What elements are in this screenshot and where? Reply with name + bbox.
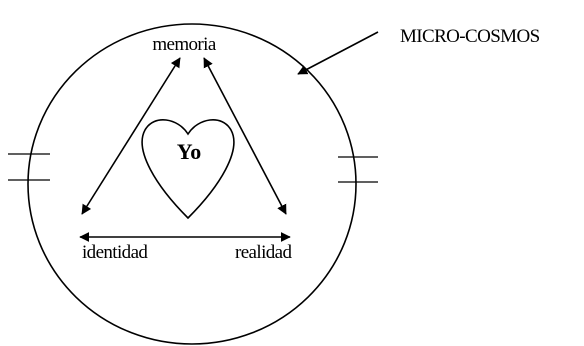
left-boundary-marks — [8, 153, 50, 181]
arrow-identidad-memoria — [81, 57, 181, 215]
heart-icon — [141, 119, 235, 220]
label-yo: Yo — [177, 139, 201, 164]
right-boundary-marks — [338, 156, 378, 183]
label-micro-cosmos: MICRO-COSMOS — [400, 26, 540, 47]
label-realidad: realidad — [235, 242, 292, 263]
label-identidad: identidad — [82, 242, 148, 263]
label-memoria: memoria — [152, 34, 216, 55]
arrow-memoria-realidad — [203, 57, 287, 215]
outer-circle — [27, 23, 357, 345]
arrow-micro-cosmos-pointer — [297, 31, 379, 75]
